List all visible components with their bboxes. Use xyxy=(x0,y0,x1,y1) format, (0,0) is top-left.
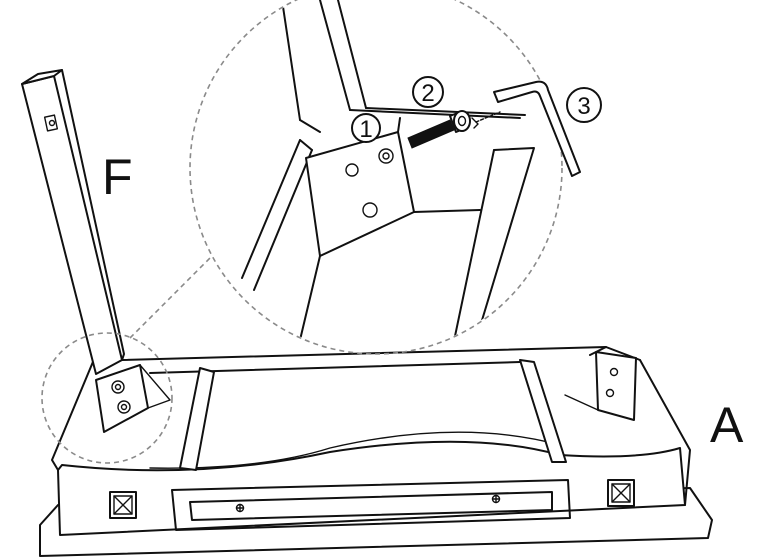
right-square-ornament xyxy=(607,479,635,507)
zoom-wall-outer-2 xyxy=(253,149,313,291)
zoom-wall-top xyxy=(299,139,313,151)
left-bracket-bolt-lower xyxy=(117,400,131,414)
base-frame xyxy=(39,344,713,557)
zoom-rail-edge xyxy=(349,109,521,119)
left-bracket-bolt-lower-center xyxy=(120,403,128,411)
leg-front-face xyxy=(21,75,123,375)
bolt-icon xyxy=(407,110,471,149)
zoom-bracket-return xyxy=(413,209,481,213)
callout-detail-circle xyxy=(189,0,563,355)
zoom-bracket-top-edge xyxy=(397,117,401,133)
zoom-bracket-lower-edge xyxy=(299,255,321,341)
front-apron-inner xyxy=(149,431,561,469)
step-1-number: 1 xyxy=(359,116,372,143)
leg-bracket-hole xyxy=(48,119,56,127)
washer-icon xyxy=(378,148,394,164)
arrow-head xyxy=(471,117,479,129)
drawer-handle-groove xyxy=(189,491,553,521)
right-slat xyxy=(519,359,567,463)
step-2-badge: 2 xyxy=(412,76,444,108)
back-rail-top xyxy=(121,346,641,361)
leg-bracket-plate xyxy=(43,114,59,132)
zoom-leg-edge-1 xyxy=(281,0,301,121)
zoom-leg-foot xyxy=(299,119,321,133)
part-f-label: F xyxy=(102,149,133,205)
zoom-rail-top xyxy=(365,107,526,116)
callout-source-circle xyxy=(41,332,173,464)
front-apron xyxy=(57,440,686,536)
step-2-number: 2 xyxy=(421,80,434,107)
right-bracket-hole-lower xyxy=(605,388,615,398)
zoomed-detail xyxy=(241,0,535,353)
right-wall-corner xyxy=(589,346,607,356)
step-3-badge: 3 xyxy=(566,87,602,123)
left-bracket-bolt-upper xyxy=(111,380,125,394)
left-square-ornament xyxy=(109,491,137,519)
zoom-inner-wall-back xyxy=(449,149,495,353)
leg-part-f xyxy=(21,69,125,375)
left-bracket-side xyxy=(139,364,171,409)
zoom-leg-edge-3 xyxy=(337,0,367,109)
right-bracket-hole-upper xyxy=(609,367,619,377)
right-side-wall xyxy=(639,359,691,506)
leg-side-edge xyxy=(61,69,125,361)
zoom-bracket-face xyxy=(305,131,415,257)
drawer-screw-right xyxy=(491,494,501,504)
left-side-wall xyxy=(51,344,101,471)
right-corner-bracket xyxy=(595,351,637,421)
allen-key-icon xyxy=(493,80,581,177)
insert-direction-arrow xyxy=(475,111,501,123)
drawer-panel xyxy=(171,479,571,531)
drawer-screw-left xyxy=(235,503,245,513)
left-slat xyxy=(179,367,215,471)
zoom-wall-outer-1 xyxy=(241,139,301,279)
zoom-leg-edge-2 xyxy=(319,0,351,111)
step-1-badge: 1 xyxy=(351,113,381,143)
right-bracket-side xyxy=(564,394,599,411)
zoom-bracket-hole-1 xyxy=(345,163,359,177)
step-3-number: 3 xyxy=(577,93,590,120)
left-corner-bracket xyxy=(95,364,149,433)
part-a-label: A xyxy=(710,397,744,453)
callout-connector xyxy=(129,257,211,339)
zoom-bracket-hole-2 xyxy=(362,202,378,218)
left-bracket-bolt-upper-center xyxy=(114,383,122,391)
zoom-inner-wall-front xyxy=(469,147,535,353)
